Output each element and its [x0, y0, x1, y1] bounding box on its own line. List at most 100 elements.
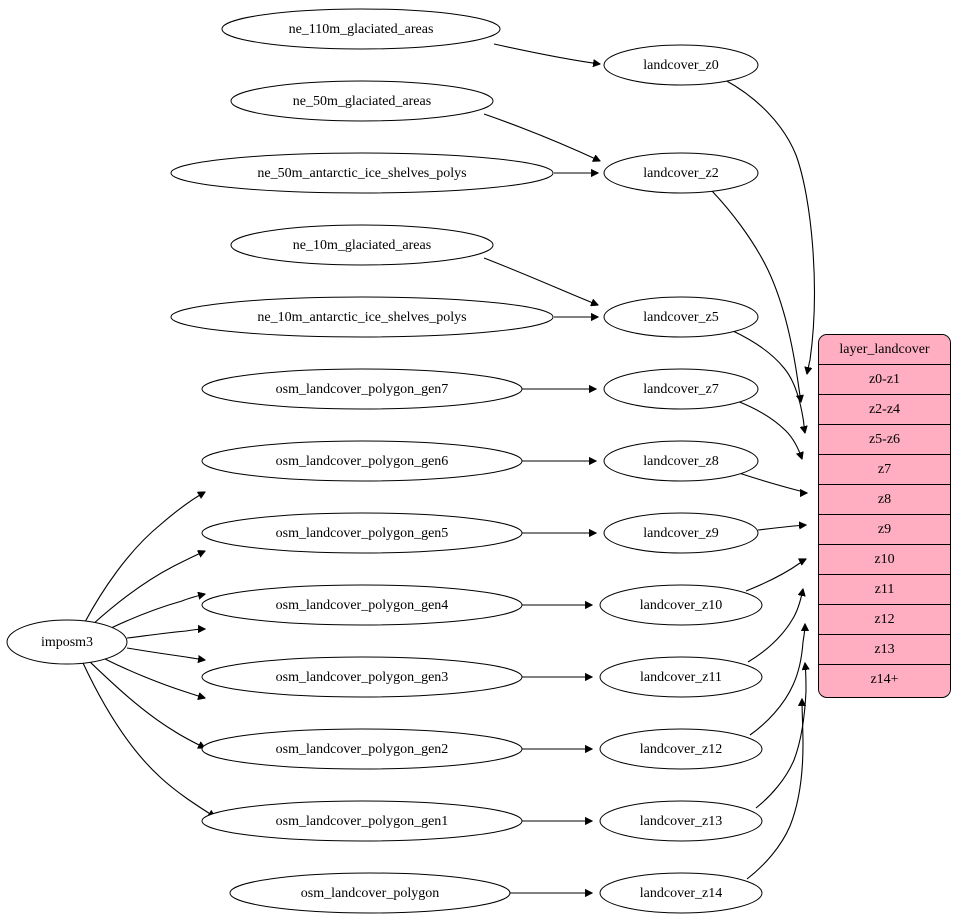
edge-imposm3-to-osm_landcover_polygon_gen3 — [126, 647, 205, 660]
edge-landcover_z9-to-layer_landcover-z9 — [757, 525, 806, 531]
node-shape-landcover_z14 — [599, 872, 763, 914]
node-ne_10m_glaciated_areas[interactable]: ne_10m_glaciated_areas — [230, 224, 494, 266]
edge-imposm3-to-osm_landcover_polygon_gen2 — [104, 658, 205, 698]
node-landcover_z14[interactable]: landcover_z14 — [599, 872, 763, 914]
node-osm_landcover_polygon_gen7[interactable]: osm_landcover_polygon_gen7 — [201, 368, 523, 410]
record-row-label: z11 — [874, 581, 895, 597]
record-row-z12[interactable]: z12 — [819, 605, 950, 635]
record-row-label: z0-z1 — [868, 371, 901, 387]
node-landcover_z2[interactable]: landcover_z2 — [603, 152, 759, 194]
record-node-layer-landcover[interactable]: layer_landcover z0-z1 z2-z4 z5-z6 z7 z8 z9 z10… — [818, 334, 951, 698]
node-shape-ne_50m_antarctic_ice_shelves_polys — [170, 152, 554, 194]
node-label-landcover_z5: landcover_z5 — [643, 310, 718, 325]
node-shape-osm_landcover_polygon_gen1 — [201, 800, 523, 842]
node-shape-ne_10m_glaciated_areas — [230, 224, 494, 266]
node-osm_landcover_polygon[interactable]: osm_landcover_polygon — [229, 872, 511, 914]
node-osm_landcover_polygon_gen2[interactable]: osm_landcover_polygon_gen2 — [201, 728, 523, 770]
node-osm_landcover_polygon_gen5[interactable]: osm_landcover_polygon_gen5 — [201, 512, 523, 554]
edge-landcover_z13-to-layer_landcover-z13 — [755, 663, 806, 809]
node-label-landcover_z8: landcover_z8 — [643, 454, 718, 469]
node-ne_50m_glaciated_areas[interactable]: ne_50m_glaciated_areas — [230, 80, 494, 122]
node-imposm3[interactable]: imposm3 — [6, 619, 128, 665]
node-label-ne_10m_antarctic_ice_shelves_polys: ne_10m_antarctic_ice_shelves_polys — [257, 310, 466, 325]
node-ne_110m_glaciated_areas[interactable]: ne_110m_glaciated_areas — [221, 8, 501, 50]
edges-layer — [82, 43, 815, 893]
record-row-label: z5-z6 — [868, 431, 901, 447]
node-shape-landcover_z8 — [603, 440, 759, 482]
node-shape-landcover_z0 — [603, 44, 759, 86]
node-landcover_z0[interactable]: landcover_z0 — [603, 44, 759, 86]
node-landcover_z9[interactable]: landcover_z9 — [603, 512, 759, 554]
node-label-ne_110m_glaciated_areas: ne_110m_glaciated_areas — [289, 22, 434, 37]
node-label-ne_50m_antarctic_ice_shelves_polys: ne_50m_antarctic_ice_shelves_polys — [257, 166, 466, 181]
edge-imposm3-to-osm_landcover_polygon_gen5 — [108, 594, 205, 630]
node-landcover_z7[interactable]: landcover_z7 — [603, 368, 759, 410]
node-label-landcover_z2: landcover_z2 — [643, 166, 718, 181]
node-landcover_z13[interactable]: landcover_z13 — [599, 800, 763, 842]
node-label-osm_landcover_polygon_gen5: osm_landcover_polygon_gen5 — [276, 526, 449, 541]
node-shape-landcover_z9 — [603, 512, 759, 554]
record-row-label: z7 — [877, 461, 892, 477]
node-label-landcover_z14: landcover_z14 — [640, 886, 722, 901]
record-row-z10[interactable]: z10 — [819, 545, 950, 575]
node-landcover_z8[interactable]: landcover_z8 — [603, 440, 759, 482]
nodes-layer: imposm3 ne_110m_glaciated_areas ne_50m_gla… — [6, 8, 763, 914]
node-shape-osm_landcover_polygon_gen6 — [201, 440, 523, 482]
edge-ne_10m_glaciated_areas-to-landcover_z5 — [483, 257, 598, 305]
node-label-ne_50m_glaciated_areas: ne_50m_glaciated_areas — [293, 94, 431, 109]
node-osm_landcover_polygon_gen1[interactable]: osm_landcover_polygon_gen1 — [201, 800, 523, 842]
node-label-osm_landcover_polygon_gen6: osm_landcover_polygon_gen6 — [276, 454, 449, 469]
edge-landcover_z11-to-layer_landcover-z11 — [747, 589, 803, 663]
node-ne_50m_antarctic_ice_shelves_polys[interactable]: ne_50m_antarctic_ice_shelves_polys — [170, 152, 554, 194]
node-label-osm_landcover_polygon_gen4: osm_landcover_polygon_gen4 — [276, 598, 449, 613]
edge-imposm3-to-osm_landcover_polygon — [82, 662, 215, 817]
node-landcover_z11[interactable]: landcover_z11 — [599, 656, 763, 698]
edge-imposm3-to-osm_landcover_polygon_gen7 — [84, 492, 205, 623]
record-header-label: layer_landcover — [819, 335, 950, 365]
node-osm_landcover_polygon_gen4[interactable]: osm_landcover_polygon_gen4 — [201, 584, 523, 626]
node-shape-osm_landcover_polygon — [229, 872, 511, 914]
node-landcover_z12[interactable]: landcover_z12 — [599, 728, 763, 770]
record-row-z7[interactable]: z7 — [819, 455, 950, 485]
record-row-z9[interactable]: z9 — [819, 515, 950, 545]
node-label-landcover_z10: landcover_z10 — [640, 598, 722, 613]
node-label-osm_landcover_polygon_gen2: osm_landcover_polygon_gen2 — [276, 742, 449, 757]
node-shape-imposm3 — [6, 619, 128, 665]
node-label-landcover_z11: landcover_z11 — [640, 670, 722, 685]
record-row-z11[interactable]: z11 — [819, 575, 950, 605]
node-osm_landcover_polygon_gen3[interactable]: osm_landcover_polygon_gen3 — [201, 656, 523, 698]
edge-imposm3-to-osm_landcover_polygon_gen1 — [88, 660, 205, 748]
node-shape-landcover_z12 — [599, 728, 763, 770]
node-label-landcover_z9: landcover_z9 — [643, 526, 718, 541]
record-row-z14plus[interactable]: z14+ — [819, 665, 950, 695]
edge-imposm3-to-osm_landcover_polygon_gen4 — [126, 629, 205, 639]
node-shape-landcover_z5 — [603, 296, 759, 338]
node-shape-landcover_z10 — [599, 584, 763, 626]
edge-landcover_z0-to-layer_landcover-z0-z1 — [724, 79, 815, 374]
node-shape-ne_10m_antarctic_ice_shelves_polys — [170, 296, 554, 338]
node-shape-landcover_z2 — [603, 152, 759, 194]
edge-landcover_z10-to-layer_landcover-z10 — [745, 559, 806, 592]
record-row-z2-z4[interactable]: z2-z4 — [819, 395, 950, 425]
edge-ne_110m_glaciated_areas-to-landcover_z0 — [493, 43, 600, 64]
node-label-osm_landcover_polygon_gen1: osm_landcover_polygon_gen1 — [276, 814, 449, 829]
record-row-z8[interactable]: z8 — [819, 485, 950, 515]
node-shape-landcover_z13 — [599, 800, 763, 842]
node-label-imposm3: imposm3 — [41, 635, 93, 650]
edge-landcover_z8-to-layer_landcover-z8 — [738, 472, 807, 493]
node-ne_10m_antarctic_ice_shelves_polys[interactable]: ne_10m_antarctic_ice_shelves_polys — [170, 296, 554, 338]
record-row-z0-z1[interactable]: z0-z1 — [819, 365, 950, 395]
record-row-z13[interactable]: z13 — [819, 635, 950, 665]
node-label-landcover_z13: landcover_z13 — [640, 814, 722, 829]
record-row-label: z12 — [874, 611, 895, 627]
node-shape-osm_landcover_polygon_gen4 — [201, 584, 523, 626]
node-landcover_z10[interactable]: landcover_z10 — [599, 584, 763, 626]
node-osm_landcover_polygon_gen6[interactable]: osm_landcover_polygon_gen6 — [201, 440, 523, 482]
node-landcover_z5[interactable]: landcover_z5 — [603, 296, 759, 338]
record-row-label: z9 — [877, 521, 892, 537]
node-shape-landcover_z11 — [599, 656, 763, 698]
node-shape-ne_50m_glaciated_areas — [230, 80, 494, 122]
node-shape-osm_landcover_polygon_gen2 — [201, 728, 523, 770]
node-label-ne_10m_glaciated_areas: ne_10m_glaciated_areas — [293, 238, 431, 253]
record-row-z5-z6[interactable]: z5-z6 — [819, 425, 950, 455]
